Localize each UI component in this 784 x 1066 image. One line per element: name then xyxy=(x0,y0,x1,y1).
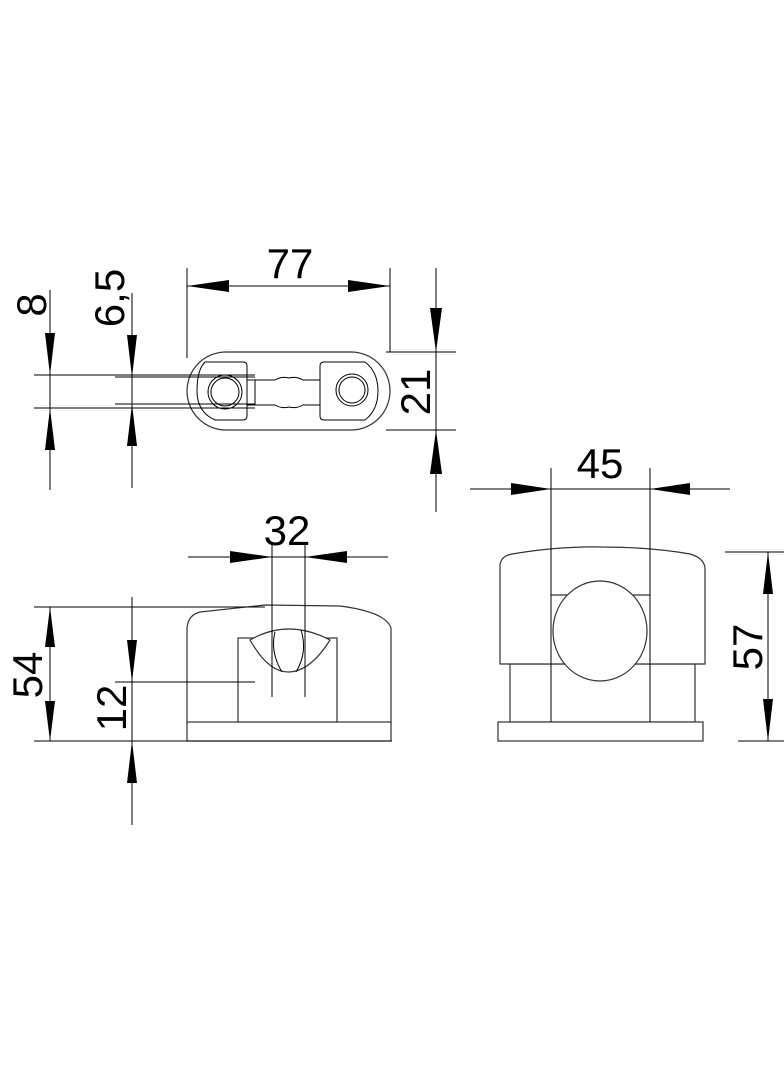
dimension-12: 12 xyxy=(88,597,255,825)
left-lug xyxy=(196,361,248,421)
dimension-label: 8 xyxy=(8,293,55,316)
dimension-21: 21 xyxy=(386,268,456,512)
front-pipe-seat xyxy=(249,628,331,673)
connecting-bar xyxy=(247,376,320,409)
dimension-label: 77 xyxy=(267,240,314,287)
dimension-label: 32 xyxy=(264,507,311,554)
dimension-32: 32 xyxy=(188,507,388,697)
left-hole-inner xyxy=(210,377,240,407)
right-hole-inner xyxy=(338,376,366,404)
dimension-77: 77 xyxy=(186,240,391,358)
dimension-label: 54 xyxy=(4,652,51,699)
front-base-plate xyxy=(186,721,392,742)
dimension-label: 6,5 xyxy=(86,269,133,327)
dimension-label: 57 xyxy=(724,624,771,671)
front-view: 32 54 12 xyxy=(4,507,392,825)
dimension-label: 45 xyxy=(577,440,624,487)
dimension-label: 12 xyxy=(88,685,135,732)
side-base-plate xyxy=(497,721,704,742)
top-view: 77 21 8 6,5 xyxy=(8,240,456,512)
dimension-57: 57 xyxy=(724,551,784,742)
top-outline xyxy=(186,351,391,431)
right-lug xyxy=(319,361,379,421)
dimension-45: 45 xyxy=(470,440,730,595)
side-view: 45 57 xyxy=(470,440,784,742)
dimension-6-5: 6,5 xyxy=(86,269,255,488)
side-pipe xyxy=(552,580,648,682)
dimension-54: 54 xyxy=(4,606,392,742)
right-hole-outer xyxy=(335,373,369,407)
dimension-label: 21 xyxy=(392,369,439,416)
dimension-8: 8 xyxy=(8,290,255,490)
